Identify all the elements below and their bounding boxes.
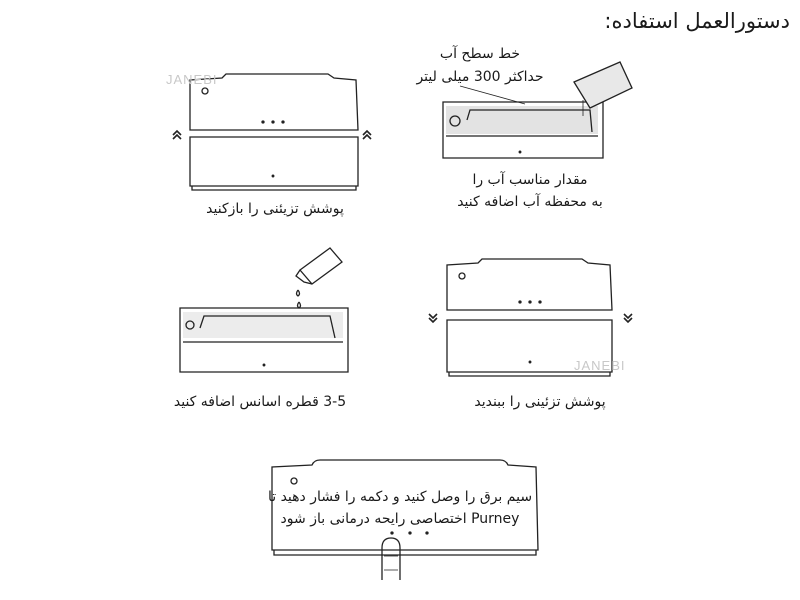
chevron-down-icon (623, 313, 633, 324)
oil-bottle-icon (295, 247, 343, 285)
finger-icon (381, 537, 401, 580)
step1-illustration (172, 73, 372, 191)
step2-caption-line2: به محفظه آب اضافه کنید (457, 194, 603, 210)
pitcher-icon (573, 61, 633, 109)
page-title: دستورالعمل استفاده: (604, 9, 790, 33)
watermark: JANEBI (574, 358, 626, 373)
step3-caption: 3-5 قطره اسانس اضافه کنید (173, 394, 347, 410)
water-tank (179, 307, 349, 373)
logo-icon (201, 87, 209, 95)
chevron-up-icon (362, 129, 372, 140)
step4-illustration (428, 258, 633, 377)
diffuser-lid (446, 258, 613, 311)
diffuser-base (189, 136, 359, 191)
step5-caption-line1: سیم برق را وصل کنید و دکمه را فشار دهید … (267, 489, 533, 505)
watermark: JANEBI (166, 72, 218, 87)
water-tank (442, 101, 604, 159)
diffuser-base (446, 319, 613, 377)
diffuser-body (271, 459, 539, 556)
step2-caption-line1: مقدار مناسب آب را (472, 172, 588, 188)
step5-caption-line2: Purney اختصاصی رایحه درمانی باز شود (280, 511, 520, 527)
step5-illustration (271, 459, 539, 580)
max-volume-label: حداکثر 300 میلی لیتر (416, 69, 544, 85)
chevron-up-icon (172, 129, 182, 140)
logo-icon (290, 477, 298, 485)
step3-illustration (179, 247, 349, 373)
chevron-down-icon (428, 313, 438, 324)
water-line-label: خط سطح آب (439, 46, 521, 62)
step1-caption: پوشش تزیئنی را بازکنید (206, 201, 344, 217)
logo-icon (458, 272, 466, 280)
pointer-line (459, 85, 526, 105)
step4-caption: پوشش تزئینی را ببندید (474, 394, 606, 410)
step2-illustration (442, 61, 633, 159)
oil-drop-icon (295, 289, 302, 309)
diffuser-lid (189, 73, 359, 131)
